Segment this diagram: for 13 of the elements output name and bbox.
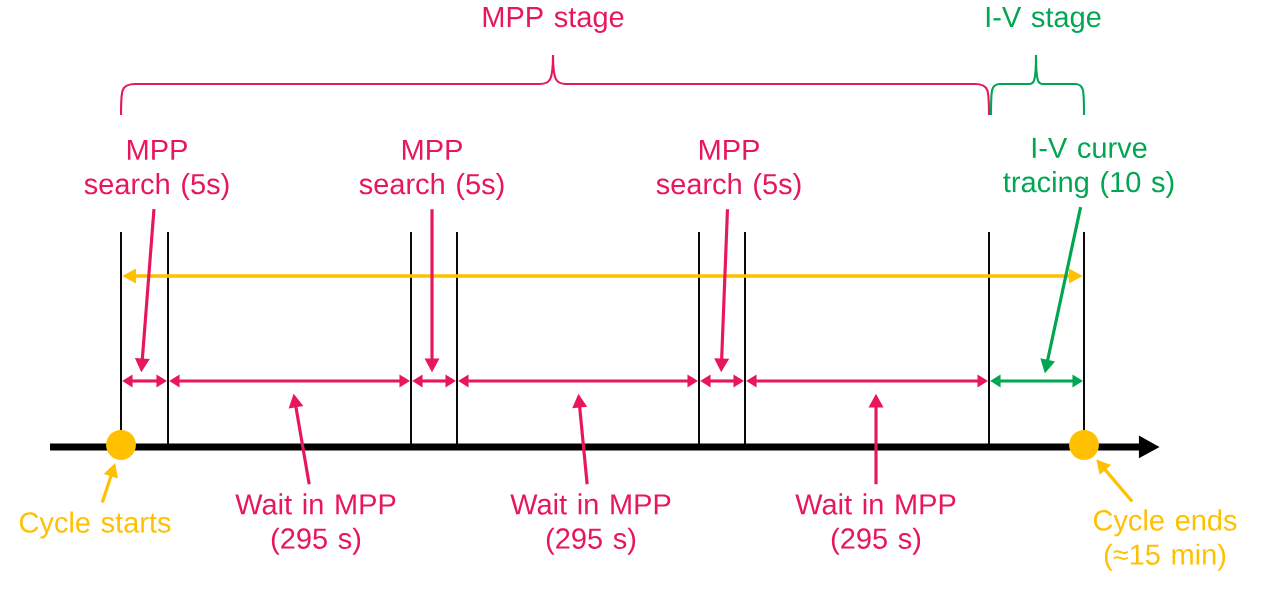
step-label: MPP search (5s) (84, 139, 229, 201)
stage-label: MPP stage (483, 7, 624, 33)
step-label: MPP search (5s) (359, 139, 504, 201)
event-dot (1069, 430, 1099, 460)
step-label: MPP search (5s) (656, 139, 801, 201)
step-label: Wait in MPP (295 s) (795, 493, 956, 555)
event-label: Cycle ends (≈15 min) (1093, 509, 1237, 571)
step-label: I-V curve tracing (10 s) (1003, 137, 1174, 199)
stage-label: I-V stage (986, 7, 1101, 33)
event-dot (106, 430, 136, 460)
event-label: Cycle starts (19, 511, 171, 539)
step-label: Wait in MPP (295 s) (235, 493, 396, 555)
step-label: Wait in MPP (295 s) (510, 493, 671, 555)
